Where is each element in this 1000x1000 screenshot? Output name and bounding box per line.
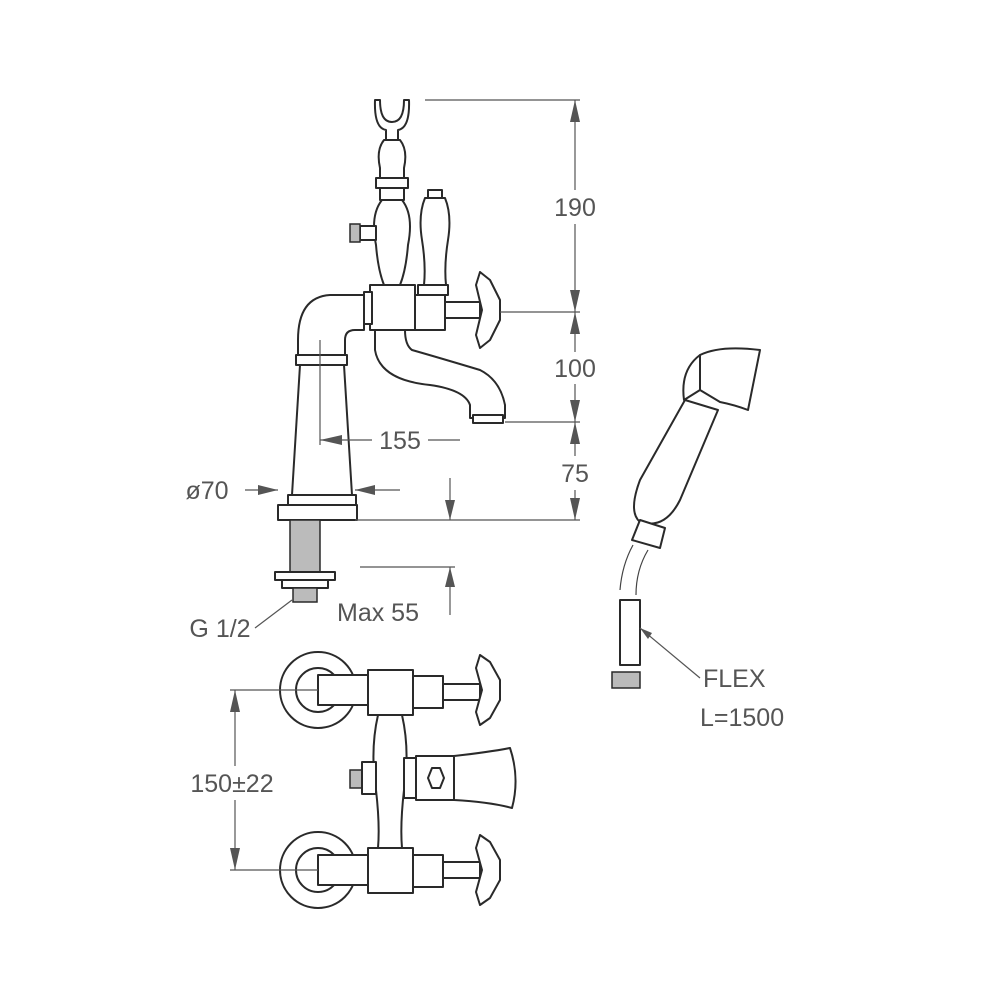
dim-100-label: 100: [554, 355, 596, 383]
flex-label: FLEX: [703, 665, 766, 693]
dim-diameter-label: ø70: [185, 477, 228, 505]
hose-length-label: L=1500: [700, 704, 784, 732]
dim-150-label: 150±22: [190, 770, 273, 798]
faucet-top-view: [279, 651, 517, 909]
faucet-front-view: [274, 99, 506, 603]
dim-max55-label: Max 55: [337, 599, 419, 627]
dim-190-label: 190: [554, 194, 596, 222]
dim-155-label: 155: [379, 427, 421, 455]
hand-shower: [611, 347, 761, 689]
thread-label: G 1/2: [189, 615, 250, 643]
dim-75-label: 75: [561, 460, 589, 488]
